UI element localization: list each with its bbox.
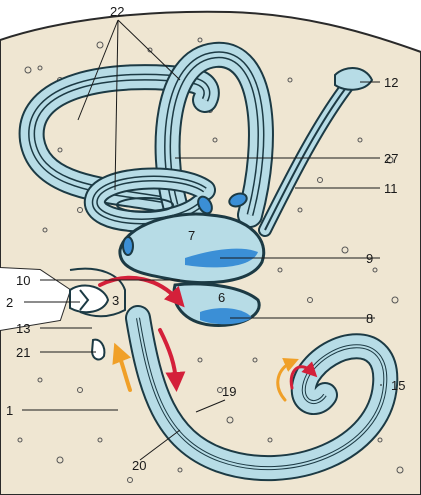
label-6: 6 (218, 290, 225, 305)
label-21: 21 (16, 345, 30, 360)
label-15: 15 (391, 378, 405, 393)
label-27: 27 (384, 151, 398, 166)
label-9: 9 (366, 251, 373, 266)
label-3: 3 (112, 293, 119, 308)
label-11: 11 (384, 181, 398, 196)
label-10: 10 (16, 273, 30, 288)
label-2: 2 (6, 295, 13, 310)
label-20: 20 (132, 458, 146, 473)
label-12: 12 (384, 75, 398, 90)
label-13: 13 (16, 321, 30, 336)
label-7: 7 (188, 228, 195, 243)
label-1: 1 (6, 403, 13, 418)
label-8: 8 (366, 311, 373, 326)
label-22: 22 (110, 4, 124, 19)
label-19: 19 (222, 384, 236, 399)
